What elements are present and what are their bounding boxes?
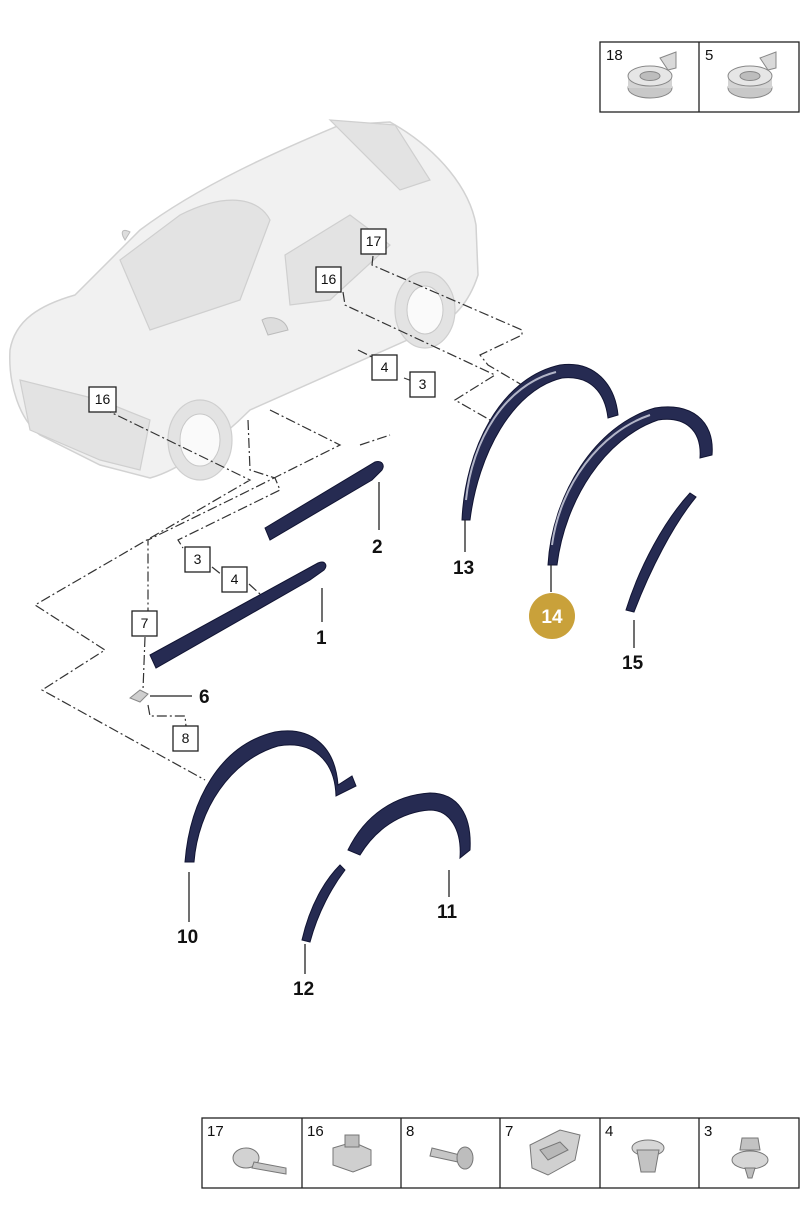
leader-lines: [150, 482, 635, 974]
callout-11: 11: [437, 902, 458, 923]
ref-box-8: 8: [172, 725, 199, 752]
car-illustration: [9, 119, 479, 481]
ref-box-16-front: 16: [88, 386, 117, 413]
legend-bottom-label-8: 8: [406, 1123, 414, 1140]
legend-bottom-label-4: 4: [605, 1123, 613, 1140]
legend-top-label-18: 18: [606, 47, 623, 64]
part-6-clip: [129, 689, 149, 703]
screw-icon: [232, 1147, 287, 1175]
assembly-lines: [33, 255, 523, 781]
ref-box-17: 17: [360, 228, 387, 255]
legend-bottom: 17 16 8 7 4 3: [201, 1117, 800, 1189]
legend-bottom-label-17: 17: [207, 1123, 224, 1140]
bolt-icon: [429, 1146, 474, 1170]
svg-text:17: 17: [366, 233, 382, 249]
legend-bottom-label-7: 7: [505, 1123, 513, 1140]
svg-text:3: 3: [419, 376, 427, 392]
callout-1: 1: [316, 628, 327, 649]
tape-roll-icon: [627, 51, 677, 99]
tape-roll-icon: [727, 51, 777, 99]
part-2-door-trim-rear: [264, 461, 384, 541]
svg-text:3: 3: [194, 551, 202, 567]
expanding-clip-icon: [731, 1137, 769, 1179]
ref-box-3-lower: 3: [184, 546, 211, 573]
part-1-door-trim-front: [149, 561, 327, 669]
callout-13: 13: [453, 558, 474, 579]
part-12-lower-front-arch-trim: [301, 864, 346, 943]
ref-box-4-upper: 4: [371, 354, 398, 381]
part-10-wheel-arch-front: [184, 730, 357, 863]
svg-text:8: 8: [182, 730, 190, 746]
part-13-wheel-arch-rear: [461, 363, 619, 521]
callout-10: 10: [177, 927, 198, 948]
nut-icon: [332, 1134, 372, 1173]
callout-12: 12: [293, 979, 314, 1000]
svg-text:16: 16: [95, 391, 111, 407]
ref-box-4-lower: 4: [221, 566, 248, 593]
push-rivet-icon: [631, 1139, 665, 1173]
part-11-wheel-arch-front-extension: [347, 792, 471, 860]
callout-14-highlight[interactable]: 14: [529, 593, 575, 639]
callout-2: 2: [372, 537, 383, 558]
legend-top-label-5: 5: [705, 47, 713, 64]
retainer-clip-icon: [529, 1129, 581, 1176]
svg-text:16: 16: [321, 271, 337, 287]
legend-top: 18 5: [599, 41, 800, 113]
svg-text:4: 4: [231, 571, 239, 587]
ref-box-3-upper: 3: [409, 371, 436, 398]
callout-14: 14: [541, 607, 563, 628]
svg-text:4: 4: [381, 359, 389, 375]
legend-bottom-label-3: 3: [704, 1123, 712, 1140]
legend-bottom-label-16: 16: [307, 1123, 324, 1140]
ref-box-16-upper: 16: [315, 266, 342, 293]
callout-6: 6: [199, 687, 210, 708]
ref-box-7: 7: [131, 610, 158, 637]
part-14-wheel-arch-extension: [547, 406, 713, 566]
callout-15: 15: [622, 653, 644, 674]
svg-text:7: 7: [141, 615, 149, 631]
part-15-lower-arch-trim: [625, 492, 697, 613]
